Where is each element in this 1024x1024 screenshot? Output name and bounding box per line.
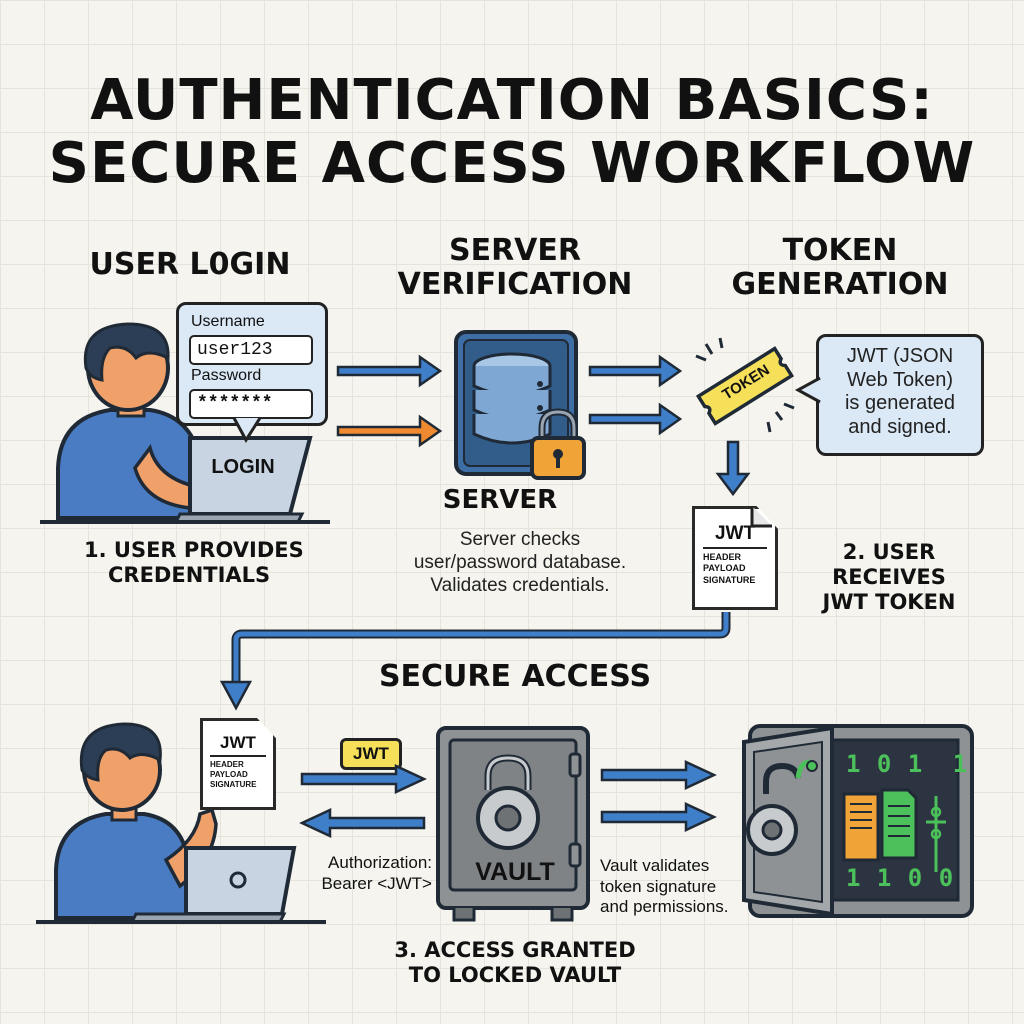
jwt-bubble-line-3: is generated (844, 392, 956, 415)
title-line-2: SECURE ACCESS WORKFLOW (48, 130, 976, 196)
auth-line-1: Authorization: (328, 853, 432, 872)
user-with-jwt-icon (36, 722, 326, 924)
safe-data-row-1-extra: 1 (952, 750, 969, 778)
server-heading-line-2: VERIFICATION (397, 266, 633, 302)
jwt-doc-payload: PAYLOAD (703, 563, 746, 574)
token-heading-line-1: TOKEN (782, 233, 898, 268)
safe-data-row-1-bits: 1 0 1 (846, 750, 924, 778)
server-desc-line-2: user/password database. (413, 552, 627, 574)
arrow-jwt-to-secure-access (219, 612, 731, 711)
validate-line-1: Vault validates (600, 856, 710, 875)
login-form-bubble: Username user123 Password ******* (176, 302, 328, 426)
server-desc-line-3: Validates credentials. (430, 575, 610, 597)
password-input[interactable]: ******* (189, 389, 313, 419)
validate-line-3: and permissions. (600, 897, 729, 917)
username-label: Username (191, 313, 265, 330)
vault-icon (436, 726, 590, 922)
step3-caption-line-1: 3. ACCESS GRANTED (394, 938, 636, 962)
password-label: Password (191, 367, 262, 384)
safe-data-row-2: 1 1 0 0 (846, 864, 955, 892)
server-label: SERVER (442, 485, 558, 515)
held-jwt-document-icon: JWT HEADER PAYLOAD SIGNATURE (200, 718, 276, 810)
user-laptop-icon (40, 322, 330, 524)
page-title: AUTHENTICATION BASICS: SECURE ACCESS WOR… (0, 68, 1024, 196)
arrow-token-to-jwt (715, 440, 751, 497)
jwt-bubble-tail (794, 376, 821, 404)
jwt-tag: JWT (340, 738, 402, 770)
server-description: Server checks user/password database. Va… (370, 528, 670, 598)
server-heading-line-1: SERVER (448, 233, 581, 268)
jwt-bubble-line-2: Web Token) (847, 368, 953, 391)
token-heading-line-2: GENERATION (731, 266, 949, 302)
authorization-header-text: Authorization: Bearer <JWT> (302, 852, 432, 895)
vault-validation-text: Vault validates token signature and perm… (600, 856, 729, 918)
jwt-info-bubble: JWT (JSON Web Token) is generated and si… (816, 334, 984, 456)
jwt-doc-signature: SIGNATURE (703, 574, 756, 585)
safe-data-row-1: 1 0 1 1 (846, 750, 968, 778)
arrow-user-to-vault (300, 764, 427, 794)
held-jwt-doc-title: JWT (220, 733, 256, 752)
secure-access-heading: SECURE ACCESS (378, 659, 652, 694)
step2-caption-line-1: 2. USER RECEIVES (832, 540, 946, 590)
server-verification-heading: SERVER VERIFICATION (380, 234, 650, 301)
jwt-doc-header: HEADER (703, 552, 742, 562)
vault-label: VAULT (475, 858, 555, 886)
open-safe-icon (742, 724, 974, 918)
step1-caption-line-2: CREDENTIALS (108, 563, 271, 588)
login-button[interactable]: LOGIN (211, 456, 275, 478)
jwt-bubble-line-1: JWT (JSON (846, 345, 954, 367)
username-input[interactable]: user123 (189, 335, 313, 365)
title-line-1: AUTHENTICATION BASICS: (90, 68, 934, 133)
token-generation-heading: TOKEN GENERATION (710, 234, 970, 301)
arrow-vault-to-user (299, 808, 426, 838)
step3-caption: 3. ACCESS GRANTED TO LOCKED VAULT (380, 938, 650, 988)
server-desc-line-1: Server checks (459, 529, 581, 550)
step2-caption-line-2: JWT TOKEN (822, 590, 956, 615)
jwt-doc-fold (750, 506, 772, 528)
step1-caption-line-1: 1. USER PROVIDES (84, 538, 304, 562)
user-login-heading: USER L0GIN (89, 247, 291, 282)
validate-line-2: token signature (600, 876, 717, 896)
held-jwt-doc-header: HEADER (210, 760, 244, 769)
arrow-login-to-server (336, 354, 443, 448)
jwt-bubble-line-4: and signed. (848, 415, 952, 438)
token-ticket-icon (695, 337, 795, 433)
arrow-vault-to-safe (600, 760, 717, 832)
step1-caption: 1. USER PROVIDES CREDENTIALS (84, 538, 304, 588)
held-jwt-doc-signature: SIGNATURE (210, 780, 257, 789)
padlock-icon (530, 408, 586, 480)
auth-line-2: Bearer <JWT> (321, 874, 432, 894)
bubble-tail (232, 417, 262, 443)
jwt-doc-title: JWT (714, 523, 756, 544)
step3-caption-line-2: TO LOCKED VAULT (408, 963, 622, 988)
step2-caption: 2. USER RECEIVES JWT TOKEN (784, 540, 994, 616)
held-jwt-doc-payload: PAYLOAD (210, 770, 248, 779)
arrow-server-to-token (588, 354, 683, 436)
